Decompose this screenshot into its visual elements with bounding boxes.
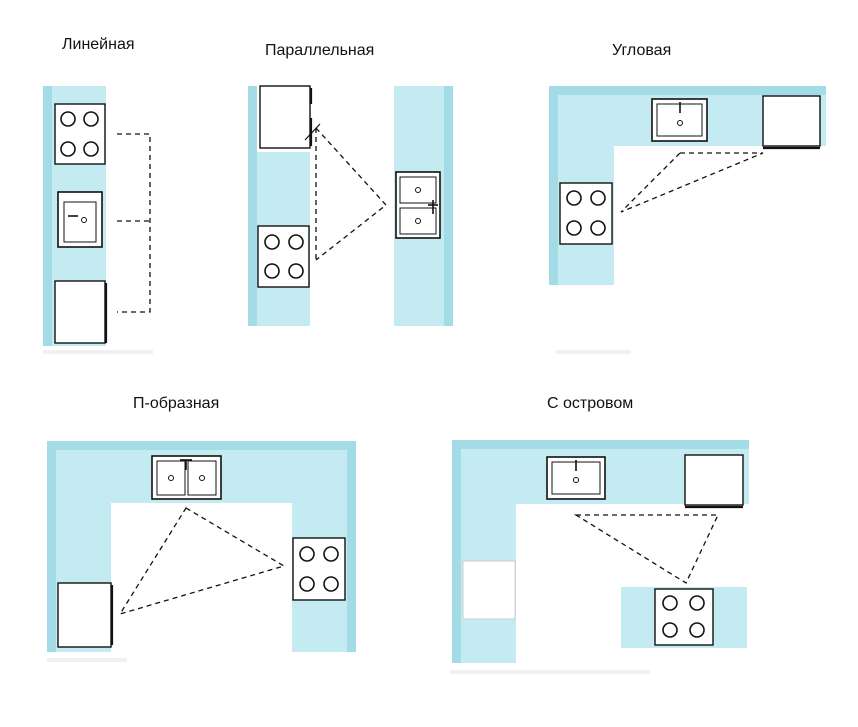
corner-layout [549, 86, 826, 285]
refrigerator-icon [57, 582, 114, 648]
linear-wall [43, 86, 52, 346]
cooktop-icon [559, 182, 613, 245]
sink-icon [546, 456, 606, 500]
work-triangle-icon [620, 152, 764, 213]
refrigerator-icon [684, 454, 744, 509]
refrigerator-icon [259, 85, 321, 149]
double-sink-icon [151, 455, 222, 500]
parallel-left-wall [248, 86, 257, 326]
work-triangle-icon [117, 133, 151, 313]
cooktop-icon [654, 588, 714, 646]
cooktop-icon [257, 225, 310, 288]
linear-layout [43, 86, 151, 346]
island-counter [461, 449, 749, 663]
cooktop-icon [292, 537, 346, 601]
island-layout [452, 440, 749, 663]
sink-icon [651, 98, 708, 142]
double-sink-icon [395, 171, 441, 239]
sink-icon [57, 191, 103, 248]
parallel-right-wall [444, 86, 453, 326]
corner-counter [558, 95, 826, 285]
refrigerator-icon [762, 95, 821, 150]
work-triangle-icon [573, 514, 720, 584]
parallel-layout [248, 85, 453, 326]
u-shaped-layout-title: П-образная [133, 395, 220, 412]
u-shaped-layout [47, 441, 356, 652]
floor-shadow [43, 350, 650, 674]
linear-layout-title: Линейная [62, 36, 135, 53]
kitchen-island [621, 587, 747, 648]
refrigerator-icon [54, 280, 108, 344]
island-layout-title: С островом [547, 395, 634, 412]
work-triangle-icon [315, 127, 387, 261]
corner-layout-title: Угловая [612, 42, 672, 59]
work-triangle-icon [118, 507, 286, 616]
cabinet-icon [462, 560, 516, 620]
cooktop-icon [54, 103, 106, 165]
parallel-layout-title: Параллельная [265, 42, 375, 59]
u-shaped-counter [56, 450, 347, 652]
